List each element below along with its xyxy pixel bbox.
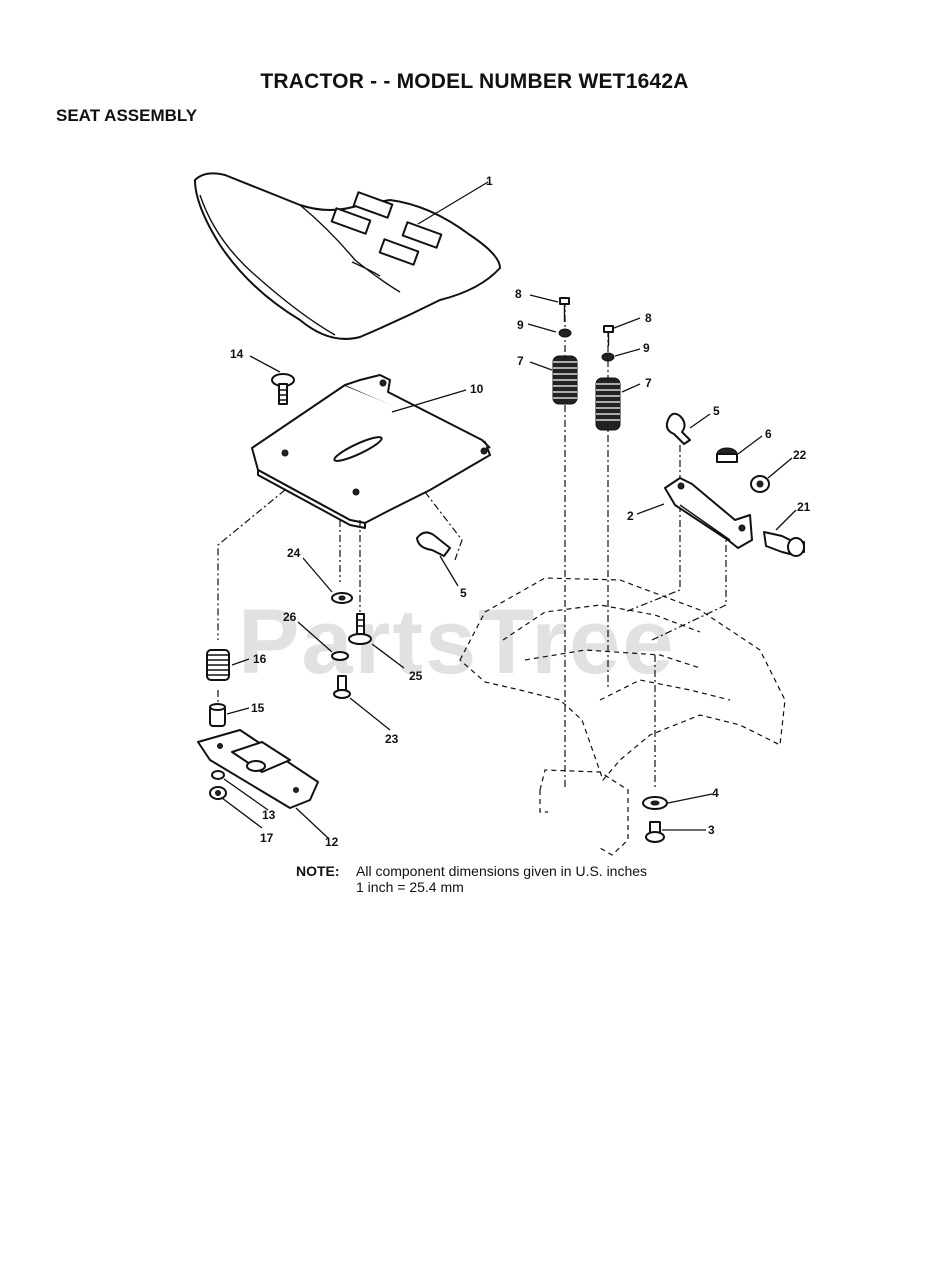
callout-2: 2 <box>627 509 634 523</box>
leader-lines <box>221 181 797 839</box>
carriage-bolt <box>271 373 295 405</box>
bushing <box>716 447 738 463</box>
page-title: TRACTOR - - MODEL NUMBER WET1642A <box>260 70 689 93</box>
callout-8a: 8 <box>515 287 522 301</box>
dimension-note: NOTE: All component dimensions given in U… <box>296 863 647 895</box>
springs <box>552 355 621 431</box>
alignment-lines <box>217 300 727 790</box>
callout-5a: 5 <box>713 404 720 418</box>
washers <box>558 328 615 362</box>
callout-15: 15 <box>251 701 265 715</box>
seat <box>194 172 501 340</box>
nut <box>750 475 770 493</box>
callout-21: 21 <box>797 500 811 514</box>
bolts <box>559 297 614 346</box>
callout-7a: 7 <box>517 354 524 368</box>
shoulder-bolt <box>763 531 805 557</box>
callout-1: 1 <box>486 174 493 188</box>
callout-6: 6 <box>765 427 772 441</box>
callout-22: 22 <box>793 448 807 462</box>
callout-16: 16 <box>253 652 267 666</box>
callout-17: 17 <box>260 831 274 845</box>
lower-hardware <box>209 770 227 800</box>
watermark: PartsTree <box>238 591 676 693</box>
note-label: NOTE: <box>296 863 340 879</box>
callout-5b: 5 <box>460 586 467 600</box>
callout-4: 4 <box>712 786 719 800</box>
callout-9b: 9 <box>643 341 650 355</box>
callout-24: 24 <box>287 546 301 560</box>
seat-pan <box>251 374 491 529</box>
note-text: All component dimensions given in U.S. i… <box>356 863 647 895</box>
callout-12: 12 <box>325 835 339 849</box>
callout-26: 26 <box>283 610 297 624</box>
callout-23: 23 <box>385 732 399 746</box>
center-hardware <box>331 592 372 699</box>
callout-25: 25 <box>409 669 423 683</box>
callout-3: 3 <box>708 823 715 837</box>
frame-hardware <box>642 796 668 843</box>
callout-8b: 8 <box>645 311 652 325</box>
callout-7b: 7 <box>645 376 652 390</box>
wing-knobs <box>416 412 691 557</box>
pivot-bracket <box>664 477 753 549</box>
spacer <box>209 703 226 727</box>
note-line-1: All component dimensions given in U.S. i… <box>356 863 648 879</box>
callout-labels: 1 14 10 8 9 7 8 9 7 5 6 22 21 2 5 24 26 … <box>230 174 811 849</box>
callout-10: 10 <box>470 382 484 396</box>
section-title: SEAT ASSEMBLY <box>56 106 198 125</box>
note-line-2: 1 inch = 25.4 mm <box>356 879 464 895</box>
callout-13: 13 <box>262 808 276 822</box>
callout-9a: 9 <box>517 318 524 332</box>
spring-16 <box>206 649 230 681</box>
tractor-frame <box>459 577 786 856</box>
seat-adjust-plate <box>197 729 319 809</box>
callout-14: 14 <box>230 347 244 361</box>
